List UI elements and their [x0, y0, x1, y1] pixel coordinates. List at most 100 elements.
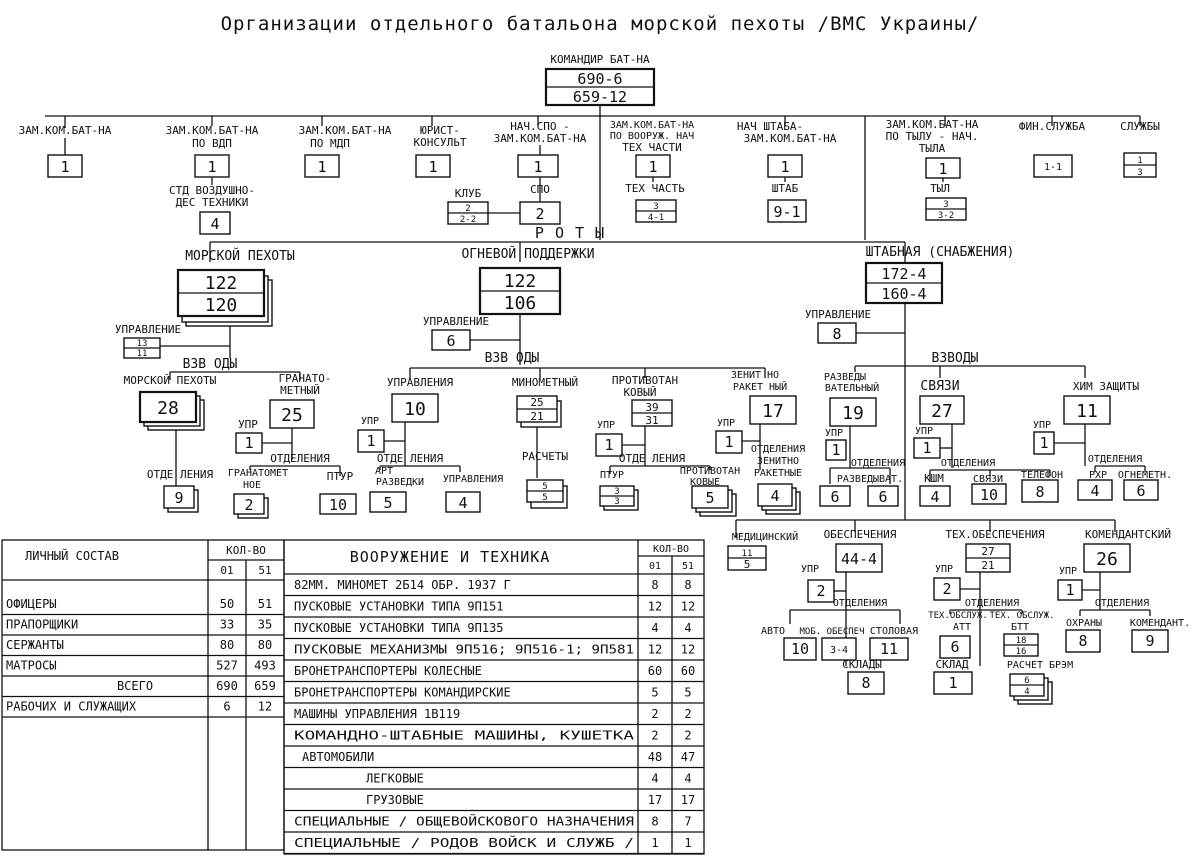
equipment-row-b: 5: [684, 686, 691, 700]
staff-p2-upr-value: 1: [922, 439, 931, 457]
staff-sup-a-label: АВТО: [761, 626, 785, 637]
spo-value: 2: [535, 205, 544, 223]
fire-p4-value: 17: [762, 401, 784, 422]
staff-sup-b-value: 3-4: [830, 645, 848, 656]
equipment-row-a: 4: [651, 772, 658, 786]
staff-p3-upr-value: 1: [1039, 434, 1048, 452]
fire-p1-a-value: 5: [383, 494, 392, 512]
equipment-row-b: 2: [684, 729, 691, 743]
fire-p1-b-label: УПРАВЛЕНИЯ: [443, 474, 503, 485]
equipment-row-a: 2: [651, 729, 658, 743]
staff-tech-label: ТЕХ.ОБЕСПЕЧЕНИЯ: [945, 528, 1045, 541]
staff-p2-b-label: СВЯЗИ: [973, 474, 1003, 485]
staff-p1-value: 19: [842, 403, 864, 424]
top-hq-value: 1: [780, 158, 789, 176]
fire-p2-sub: РАСЧЕТЫ: [522, 450, 569, 463]
staff-p2-b-box: [971, 483, 1007, 505]
vdp-tech-box: [199, 211, 231, 235]
equipment-row-label: АВТОМОБИЛИ: [302, 750, 374, 764]
marine-p2-a-value: 2: [244, 496, 253, 514]
staff-comm-upr-value: 1: [1065, 581, 1074, 599]
staff-tech-b-label2: БТТ: [1011, 622, 1029, 633]
co-marine-vzvody: ВЗВ ОДЫ: [183, 357, 238, 372]
equipment-row-a: 60: [648, 664, 662, 678]
equipment-row-label: ПУСКОВЫЕ УСТАНОВКИ ТИПА 9П151: [294, 600, 504, 614]
equipment-row-label: СПЕЦИАЛЬНЫЕ / РОДОВ ВОЙСК И СЛУЖБ /: [294, 835, 634, 850]
co-marine-label: МОРСКОЙ ПЕХОТЫ: [185, 248, 295, 264]
staff-p2-a-value: 4: [930, 488, 939, 506]
marine-p2-otd: ОТДЕЛЕНИЯ: [270, 452, 330, 465]
personnel-header: ЛИЧНЫЙ СОСТАВ: [25, 548, 119, 563]
staff-p3-b-label: ОГНЕМЕТН.: [1118, 470, 1172, 481]
fire-p1-label: УПРАВЛЕНИЯ: [387, 376, 454, 389]
staff-sup-box: [835, 543, 883, 573]
staff-p1-a-label: РАЗВЕДЫВАТ.: [837, 474, 903, 485]
equipment-row-a: 12: [648, 600, 662, 614]
staff-tech-a-label1: ТЕХ.ОБСЛУЖ.: [928, 611, 988, 621]
fire-p3-otd: ОТДЕ ЛЕНИЯ: [619, 452, 686, 465]
equipment-row-a: 8: [651, 815, 658, 829]
top-vdp-value: 1: [207, 158, 216, 176]
marine-p2-a-label1: ГРАНАТОМЕТ: [228, 468, 288, 479]
marine-p2-upr-value: 1: [244, 434, 253, 452]
hq-value: 9-1: [773, 203, 800, 221]
staff-comm-value: 26: [1096, 549, 1118, 570]
co-staff-label: ШТАБНАЯ (СНАБЖЕНИЯ): [866, 245, 1015, 260]
staff-comm-otd: ОТДЕЛЕНИЯ: [1095, 598, 1149, 609]
fire-p1-box: [391, 393, 439, 423]
fire-p3-bottom: 31: [645, 414, 658, 427]
equipment-table: ВООРУЖЕНИЕ И ТЕХНИКА КОЛ-ВО 01 51 82ММ. …: [283, 539, 705, 855]
fire-p3-a-label: ПТУР: [600, 470, 624, 481]
staff-p1-b-value: 6: [878, 488, 887, 506]
staff-tech-r-label: РАСЧЕТ БРЭМ: [1007, 660, 1073, 671]
top-vdp-label2: ПО ВДП: [192, 137, 232, 150]
staff-tech-a-box: [939, 635, 971, 659]
equipment-col2: 51: [682, 561, 694, 572]
fire-p2-label: МИНОМЕТНЫЙ: [512, 376, 578, 389]
personnel-row-a: 6: [223, 700, 230, 714]
fire-p4-sub2: ЗЕНИТНО: [757, 456, 799, 467]
hq-box: [767, 199, 807, 223]
fire-p3-b-box: [691, 485, 729, 509]
staff-tech-r-top: 6: [1024, 676, 1029, 686]
marine-p1-sub: ОТДЕ ЛЕНИЯ: [147, 468, 214, 481]
staff-tech-s-label: СКЛАД: [935, 658, 968, 671]
staff-tech-a-value: 6: [950, 638, 959, 656]
co-fire-mgmt-value: 6: [446, 332, 455, 350]
staff-comm-b-label: КОМЕНДАНТ.: [1130, 618, 1190, 629]
personnel-row-b: 493: [254, 659, 276, 673]
staff-sup-value: 44-4: [841, 550, 877, 568]
equipment-row-a: 2: [651, 707, 658, 721]
marine-p1-box: [138, 390, 198, 424]
staff-p3-a-box: [1077, 479, 1113, 501]
top-rear-value: 1: [938, 160, 947, 178]
equipment-col1: 01: [649, 561, 661, 572]
fire-p2-top: 25: [530, 396, 543, 409]
vdp-tech-label2: ДЕС ТЕХНИКИ: [176, 196, 249, 209]
personnel-row-a: 50: [220, 597, 234, 611]
top-lawyer-value: 1: [428, 158, 437, 176]
equipment-row-b: 12: [681, 643, 695, 657]
fire-p3-upr: УПР: [597, 420, 615, 431]
top-tech-label2: ПО ВООРУЖ. НАЧ: [610, 131, 694, 142]
top-spo-value: 1: [533, 158, 542, 176]
co-fire-top: 122: [504, 271, 537, 292]
co-fire-mgmt-label: УПРАВЛЕНИЕ: [423, 315, 489, 328]
equipment-row-b: 47: [681, 750, 695, 764]
equipment-row-b: 2: [684, 707, 691, 721]
equipment-row-b: 7: [684, 815, 691, 829]
staff-p3-a-value: 4: [1090, 482, 1099, 500]
commander-v1: 690-6: [577, 70, 622, 88]
marine-p1-value: 28: [157, 398, 179, 419]
staff-sup-c-value: 11: [880, 640, 898, 658]
staff-tech-r-bottom: 4: [1024, 687, 1029, 697]
staff-tech-b-top: 18: [1016, 636, 1027, 646]
fire-p1-a-label2: РАЗВЕДКИ: [376, 477, 424, 488]
personnel-row-a: 80: [220, 638, 234, 652]
equipment-row-label: СПЕЦИАЛЬНЫЕ / ОБЩЕВОЙСКОВОГО НАЗНАЧЕНИЯ: [294, 814, 634, 829]
fire-p4-box: [749, 395, 797, 425]
staff-sup-otd: ОТДЕЛЕНИЯ: [833, 598, 887, 609]
staff-p3-box: [1063, 395, 1111, 425]
